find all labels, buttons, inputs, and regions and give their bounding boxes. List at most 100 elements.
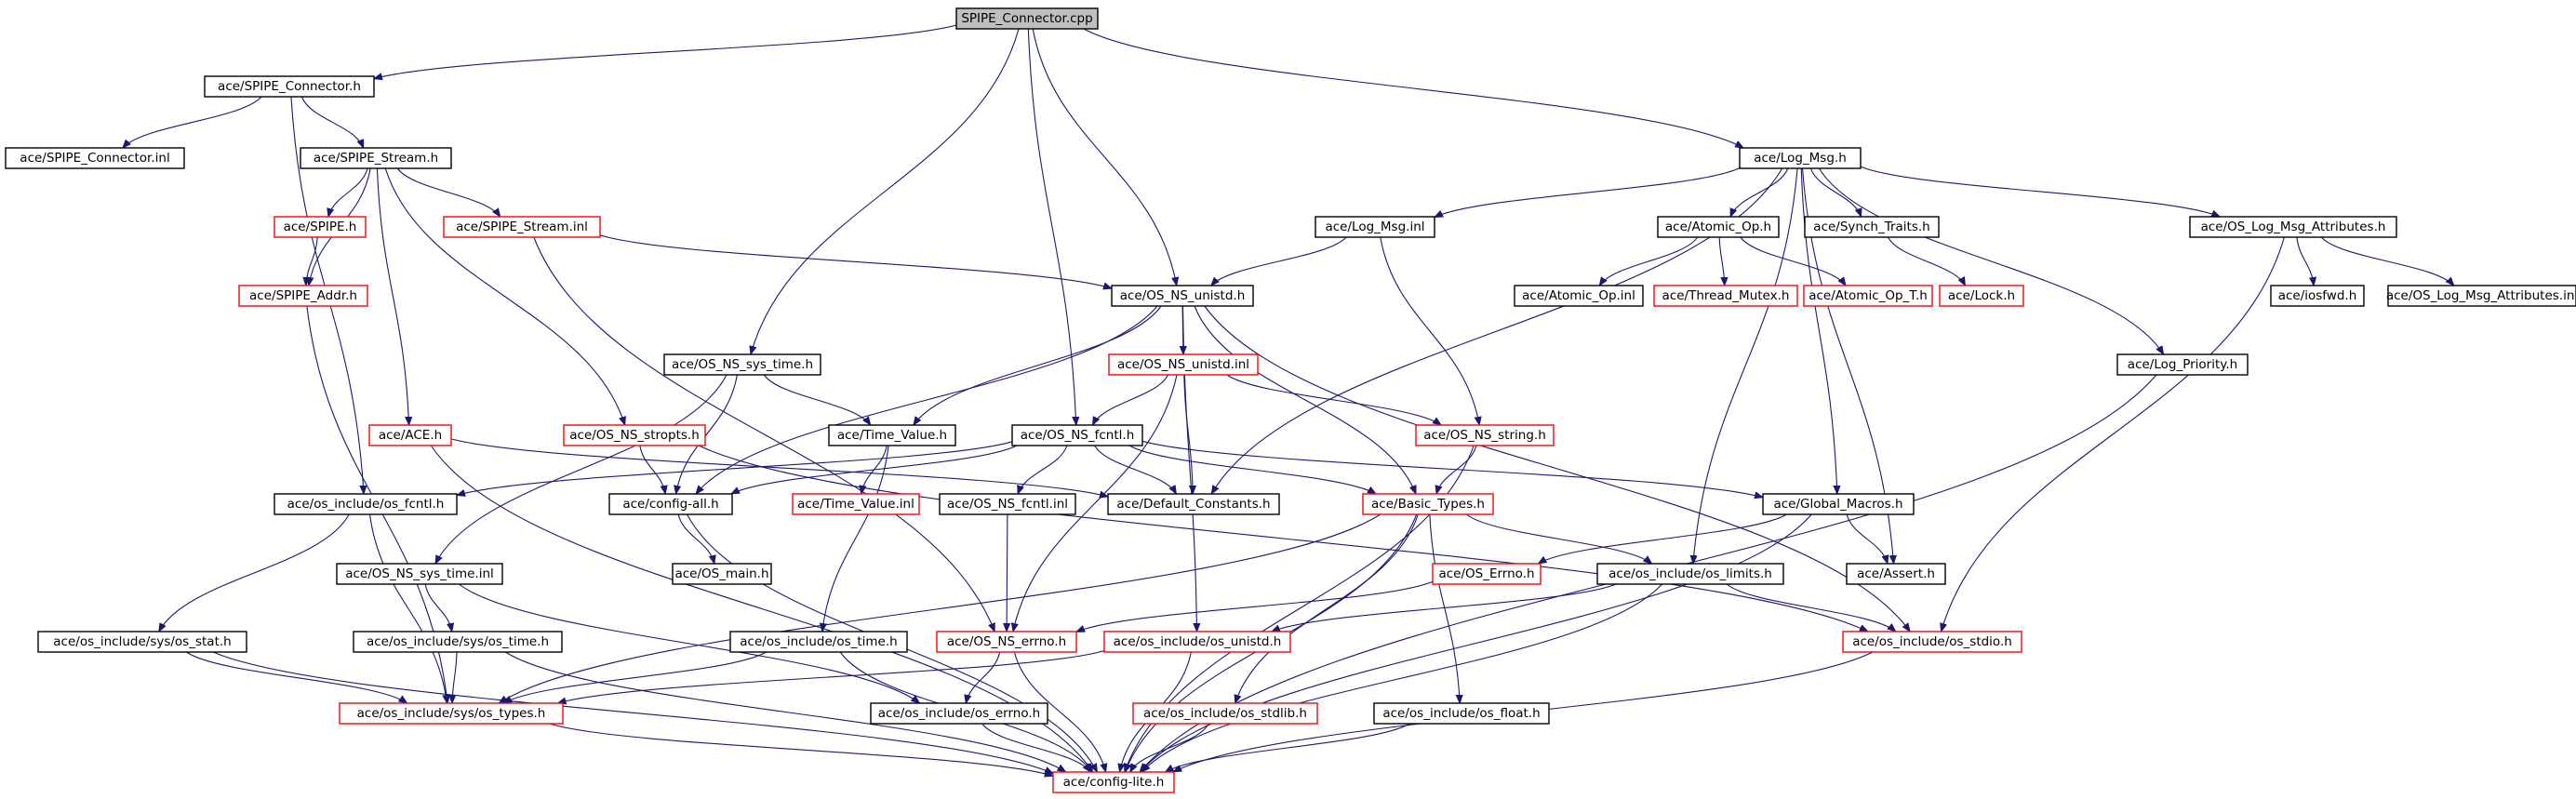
graph-node-os-include-os-unistd-h[interactable]: ace/os_include/os_unistd.h	[1103, 631, 1291, 653]
edge-line	[1272, 583, 1617, 633]
graph-node-basic-types-h[interactable]: ace/Basic_Types.h	[1362, 493, 1494, 515]
graph-node-os-ns-stropts-h[interactable]: ace/OS_NS_stropts.h	[563, 424, 706, 446]
graph-node-os-include-sys-os-types-h[interactable]: ace/os_include/sys/os_types.h	[339, 702, 564, 725]
graph-node-spipe-stream-inl[interactable]: ace/SPIPE_Stream.inl	[443, 216, 601, 238]
graph-node-os-include-os-stdio-h[interactable]: ace/os_include/os_stdio.h	[1842, 631, 2022, 653]
edge-line	[1436, 445, 1477, 494]
graph-node-time-value-h[interactable]: ace/Time_Value.h	[828, 424, 956, 446]
edge-os-include-os-time-h-to-os-include-sys-os-types-h	[503, 651, 767, 703]
graph-node-os-include-os-float-h[interactable]: ace/os_include/os_float.h	[1373, 702, 1550, 725]
edge-os-ns-sys-time-h-to-time-value-h	[763, 374, 870, 425]
graph-node-os-ns-unistd-inl[interactable]: ace/OS_NS_unistd.inl	[1108, 353, 1259, 376]
node-label: ace/SPIPE_Addr.h	[249, 288, 357, 303]
graph-node-spipe-h[interactable]: ace/SPIPE.h	[274, 216, 367, 238]
graph-node-log-msg-h[interactable]: ace/Log_Msg.h	[1739, 147, 1862, 169]
edge-line	[457, 441, 1013, 496]
graph-node-synch-traits-h[interactable]: ace/Synch_Traits.h	[1804, 216, 1940, 238]
graph-node-default-constants-h[interactable]: ace/Default_Constants.h	[1107, 493, 1280, 515]
graph-node-os-ns-unistd-h[interactable]: ace/OS_NS_unistd.h	[1111, 285, 1254, 307]
graph-node-os-ns-fcntl-inl[interactable]: ace/OS_NS_fcntl.inl	[939, 493, 1076, 515]
edge-line	[677, 513, 714, 564]
edge-os-ns-unistd-h-to-config-all-h	[696, 305, 1158, 494]
graph-node-os-log-msg-attr-inl[interactable]: ace/OS_Log_Msg_Attributes.inl	[2386, 285, 2576, 307]
graph-node-global-macros-h[interactable]: ace/Global_Macros.h	[1762, 493, 1915, 515]
node-label: ace/Time_Value.inl	[797, 497, 914, 512]
graph-node-spipe-connector-inl[interactable]: ace/SPIPE_Connector.inl	[5, 147, 185, 169]
edge-line	[914, 305, 1162, 425]
graph-node-os-errno-h[interactable]: ace/OS_Errno.h	[1432, 563, 1542, 585]
edge-spipe-stream-inl-to-os-ns-unistd-h	[599, 234, 1112, 288]
edge-spipe-stream-h-to-os-ns-stropts-h	[384, 167, 624, 425]
node-label: SPIPE_Connector.cpp	[961, 11, 1092, 26]
graph-node-log-msg-inl[interactable]: ace/Log_Msg.inl	[1315, 216, 1435, 238]
node-box	[353, 631, 563, 653]
graph-node-os-ns-sys-time-h[interactable]: ace/OS_NS_sys_time.h	[663, 353, 821, 376]
graph-node-atomic-op-t-h[interactable]: ace/Atomic_Op_T.h	[1803, 285, 1933, 307]
graph-node-log-priority-h[interactable]: ace/Log_Priority.h	[2116, 353, 2249, 376]
graph-node-atomic-op-h[interactable]: ace/Atomic_Op.h	[1657, 216, 1780, 238]
graph-node-ace-h[interactable]: ace/ACE.h	[368, 424, 452, 446]
edge-line	[384, 167, 624, 425]
edge-line	[1093, 374, 1168, 425]
edge-line	[822, 445, 889, 632]
graph-node-iosfwd-h[interactable]: ace/iosfwd.h	[2270, 285, 2365, 307]
edge-root-to-os-ns-fcntl-h	[1027, 28, 1075, 425]
node-box	[936, 631, 1077, 653]
edge-os-log-msg-attr-h-to-os-log-msg-attr-inl	[2320, 236, 2454, 286]
graph-node-os-include-sys-os-stat-h[interactable]: ace/os_include/sys/os_stat.h	[37, 631, 247, 653]
graph-node-os-ns-string-h[interactable]: ace/OS_NS_string.h	[1415, 424, 1555, 446]
graph-node-os-include-os-time-h[interactable]: ace/os_include/os_time.h	[729, 631, 908, 653]
node-box	[1362, 493, 1494, 515]
graph-node-atomic-op-inl[interactable]: ace/Atomic_Op.inl	[1514, 285, 1644, 307]
edge-line	[450, 438, 1108, 497]
graph-node-os-ns-sys-time-inl[interactable]: ace/OS_NS_sys_time.inl	[336, 563, 503, 585]
graph-node-spipe-connector-h[interactable]: ace/SPIPE_Connector.h	[204, 75, 375, 98]
graph-node-os-include-sys-os-time-h[interactable]: ace/os_include/sys/os_time.h	[353, 631, 563, 653]
node-box	[1803, 285, 1933, 307]
graph-node-assert-h[interactable]: ace/Assert.h	[1846, 563, 1946, 585]
graph-node-os-main-h[interactable]: ace/OS_main.h	[672, 563, 772, 585]
edge-line	[1429, 513, 1460, 703]
edge-line	[1380, 236, 1479, 425]
graph-node-config-all-h[interactable]: ace/config-all.h	[608, 493, 733, 515]
graph-node-os-ns-errno-h[interactable]: ace/OS_NS_errno.h	[936, 631, 1077, 653]
edge-line	[435, 374, 727, 564]
edge-os-ns-stropts-h-to-os-include-os-stdio-h	[698, 445, 1868, 632]
graph-node-os-include-os-stdlib-h[interactable]: ace/os_include/os_stdlib.h	[1132, 702, 1318, 725]
edge-log-msg-h-to-atomic-op-h	[1729, 167, 1789, 217]
edge-line	[639, 445, 665, 494]
graph-node-spipe-stream-h[interactable]: ace/SPIPE_Stream.h	[300, 147, 452, 169]
edge-line	[1194, 305, 1417, 494]
edge-line	[1007, 513, 1008, 632]
node-label: ace/Default_Constants.h	[1116, 497, 1270, 512]
graph-node-os-include-os-fcntl-h[interactable]: ace/os_include/os_fcntl.h	[274, 493, 458, 515]
edge-layer	[123, 24, 2454, 776]
graph-node-os-include-os-limits-h[interactable]: ace/os_include/os_limits.h	[1596, 563, 1784, 585]
edge-root-to-log-msg-h	[1083, 28, 1743, 148]
node-box	[1373, 702, 1550, 725]
graph-node-spipe-addr-h[interactable]: ace/SPIPE_Addr.h	[238, 285, 368, 307]
edge-os-ns-string-h-to-basic-types-h	[1436, 445, 1477, 494]
edge-line	[1032, 28, 1177, 286]
graph-node-os-ns-fcntl-h[interactable]: ace/OS_NS_fcntl.h	[1011, 424, 1143, 446]
graph-node-time-value-inl[interactable]: ace/Time_Value.inl	[792, 493, 920, 515]
node-label: ace/config-lite.h	[1063, 775, 1165, 790]
edge-line	[328, 167, 368, 217]
graph-node-os-include-os-errno-h[interactable]: ace/os_include/os_errno.h	[870, 702, 1048, 725]
edge-line	[533, 236, 994, 632]
graph-node-config-lite-h[interactable]: ace/config-lite.h	[1052, 771, 1175, 793]
edge-os-include-os-fcntl-h-to-os-include-sys-os-stat-h	[159, 513, 350, 632]
edge-line	[751, 28, 1020, 354]
edge-atomic-op-h-to-thread-mutex-h	[1718, 236, 1725, 286]
edge-line	[1942, 236, 2285, 632]
edge-os-include-sys-os-types-h-to-config-lite-h	[549, 723, 1053, 776]
graph-node-lock-h[interactable]: ace/Lock.h	[1939, 285, 2024, 307]
node-box	[955, 7, 1099, 30]
node-box	[1846, 563, 1946, 585]
edge-line	[376, 167, 408, 425]
edge-line	[1027, 28, 1075, 425]
graph-node-thread-mutex-h[interactable]: ace/Thread_Mutex.h	[1653, 285, 1798, 307]
node-box	[2189, 216, 2397, 238]
edge-log-msg-inl-to-os-ns-string-h	[1380, 236, 1479, 425]
graph-node-os-log-msg-attr-h[interactable]: ace/OS_Log_Msg_Attributes.h	[2189, 216, 2397, 238]
